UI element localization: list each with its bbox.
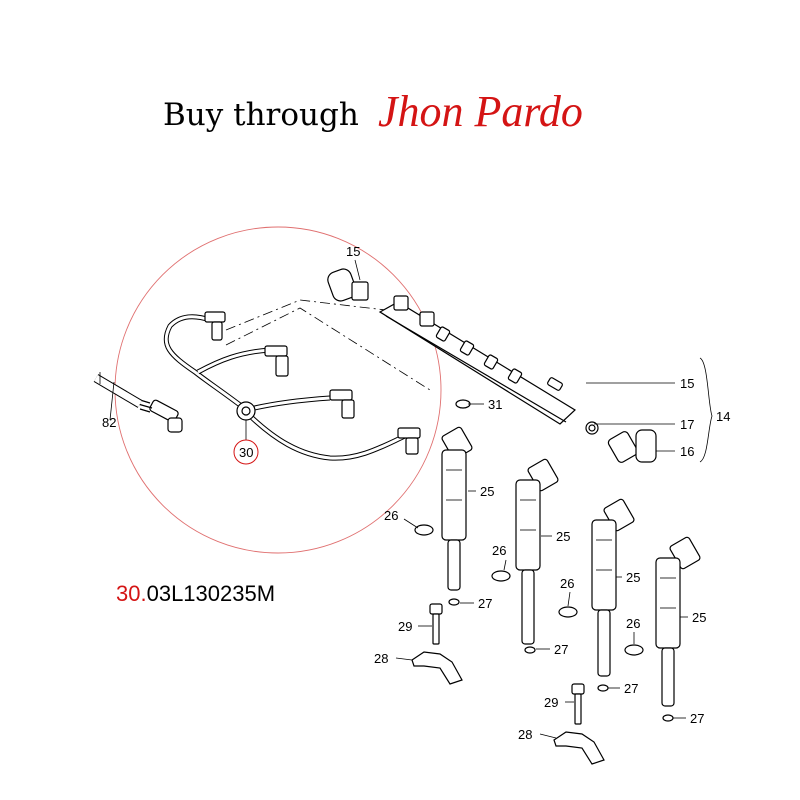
injector — [515, 458, 559, 654]
hose-fitting — [204, 311, 226, 341]
clamp-28 — [411, 651, 463, 685]
callout-15-top: 15 — [346, 244, 360, 259]
header-name: Jhon Pardo — [378, 87, 583, 136]
o-ring-26 — [558, 606, 578, 618]
callout-30-badge: 30 — [233, 439, 259, 465]
hose-fitting — [264, 345, 289, 377]
clamp-28 — [553, 731, 605, 765]
callout-labels: 15 15 14 17 16 31 82 25 25 25 25 26 26 2… — [102, 244, 730, 742]
o-ring-26 — [491, 570, 511, 582]
leader-lines — [225, 299, 431, 391]
callout-25-2: 25 — [556, 529, 570, 544]
bolt-29 — [571, 683, 585, 725]
callout-15-side: 15 — [680, 376, 694, 391]
callout-28-2: 28 — [518, 727, 532, 742]
callout-82: 82 — [102, 415, 116, 430]
callout-30: 30 — [239, 445, 253, 460]
callout-31: 31 — [488, 397, 502, 412]
injector — [441, 426, 473, 606]
callout-leaders — [245, 357, 713, 739]
callout-27-3: 27 — [624, 681, 638, 696]
callout-14: 14 — [716, 409, 730, 424]
hose-82 — [93, 372, 143, 421]
rail-outlets — [435, 326, 563, 391]
callout-27-2: 27 — [554, 642, 568, 657]
return-line-harness — [137, 311, 421, 461]
callout-26-4: 26 — [626, 616, 640, 631]
highlight-circle — [114, 226, 442, 554]
callout-25-3: 25 — [626, 570, 640, 585]
injector — [591, 498, 635, 692]
callout-16: 16 — [680, 444, 694, 459]
callout-25-1: 25 — [480, 484, 494, 499]
fuel-rail — [378, 295, 576, 425]
callout-26-2: 26 — [492, 543, 506, 558]
callout-26-1: 26 — [384, 508, 398, 523]
header-prefix: Buy through — [163, 97, 359, 133]
o-ring-26 — [414, 524, 434, 536]
callout-25-4: 25 — [692, 610, 706, 625]
part-number: 30.03L130235M — [116, 581, 275, 606]
sensor-16 — [585, 421, 657, 463]
header: Buy through Jhon Pardo — [163, 87, 583, 136]
bolt-29 — [429, 603, 443, 645]
callout-27-1: 27 — [478, 596, 492, 611]
callout-17: 17 — [680, 417, 694, 432]
hose-fitting — [329, 389, 355, 419]
part-number-ref: 30. — [116, 581, 147, 606]
callout-27-4: 27 — [690, 711, 704, 726]
callout-28-1: 28 — [374, 651, 388, 666]
callout-29-1: 29 — [398, 619, 412, 634]
part-number-value: 03L130235M — [147, 581, 275, 606]
callout-26-3: 26 — [560, 576, 574, 591]
pressure-sensor-15 — [327, 259, 369, 302]
callout-29-2: 29 — [544, 695, 558, 710]
hose-fitting — [397, 427, 421, 455]
injector — [655, 536, 701, 722]
seal-31 — [455, 399, 471, 409]
o-ring-26 — [624, 644, 644, 656]
